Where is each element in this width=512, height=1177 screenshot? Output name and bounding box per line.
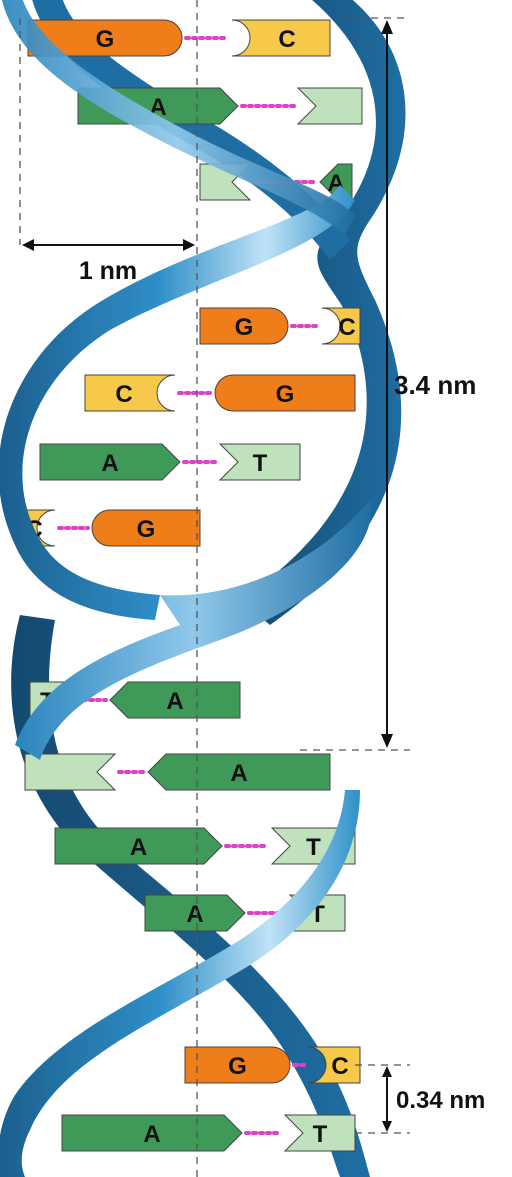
base-t-right: [296, 87, 363, 125]
base-label-left: G: [228, 1053, 247, 1080]
base-a-right: [109, 681, 241, 719]
width-arrow-head-right: [183, 239, 195, 251]
base-t-right: [283, 1114, 356, 1152]
pitch-dimension: 3.4 nm: [381, 20, 476, 748]
base-g-right: [91, 509, 201, 547]
front-ribbon-segment-1: [0, 185, 355, 620]
pitch-arrow-head-bottom: [381, 734, 393, 748]
base-a-left: [39, 443, 181, 481]
front-ribbon-segment-4: [2, 0, 355, 235]
rise-label: 0.34 nm: [396, 1087, 485, 1114]
base-label-right: T: [313, 1121, 328, 1148]
front-ribbon-segment-3: [0, 790, 360, 1177]
base-label-right: G: [276, 381, 295, 408]
pitch-arrow-head-top: [381, 20, 393, 34]
base-label-left: A: [101, 450, 118, 477]
base-c-right: [321, 307, 361, 345]
base-label-right: C: [331, 1053, 348, 1080]
base-g-right: [214, 374, 356, 412]
base-c-right: [231, 19, 331, 57]
base-label-left: A: [186, 901, 203, 928]
base-label-right: A: [230, 760, 247, 787]
back-ribbon-segment-2: [11, 615, 371, 1177]
base-g-left: [199, 307, 289, 345]
rise-dimension: 0.34 nm: [382, 1066, 485, 1132]
base-label-right: C: [338, 314, 355, 341]
base-label-left: G: [96, 26, 115, 53]
base-label-left: C: [115, 381, 132, 408]
width-label: 1 nm: [79, 257, 137, 285]
base-a-left: [144, 894, 246, 932]
base-label-right: A: [166, 688, 183, 715]
front-ribbon-segment-2: [15, 500, 372, 760]
base-label-left: A: [143, 1121, 160, 1148]
base-c-left: [84, 374, 176, 412]
base-label-right: G: [137, 516, 156, 543]
base-g-left: [184, 1046, 291, 1084]
base-pair: A: [24, 753, 331, 791]
axis-guides: [19, 0, 410, 1177]
base-t-right: [218, 443, 301, 481]
backbone-strand-back: [11, 0, 406, 1177]
back-ribbon-segment-3: [32, 0, 350, 260]
base-label-left: A: [130, 834, 147, 861]
base-label-right: T: [253, 450, 268, 477]
base-c-right: [307, 1046, 361, 1084]
base-a-left: [54, 827, 223, 865]
base-label-right: C: [278, 26, 295, 53]
base-g-left: [27, 19, 183, 57]
width-dimension: 1 nm: [22, 239, 195, 285]
backbone-strand-front: [0, 0, 372, 1177]
base-a-right: [147, 753, 331, 791]
base-t-left: [24, 753, 117, 791]
width-arrow-head-left: [22, 239, 34, 251]
base-label-right: T: [306, 834, 321, 861]
back-ribbon-segment-1: [240, 0, 406, 625]
base-label-left: G: [235, 314, 254, 341]
pitch-label: 3.4 nm: [394, 370, 476, 400]
rise-arrow-head-top: [382, 1066, 392, 1077]
rise-arrow-head-bottom: [382, 1121, 392, 1132]
base-pair: CG: [24, 509, 201, 547]
